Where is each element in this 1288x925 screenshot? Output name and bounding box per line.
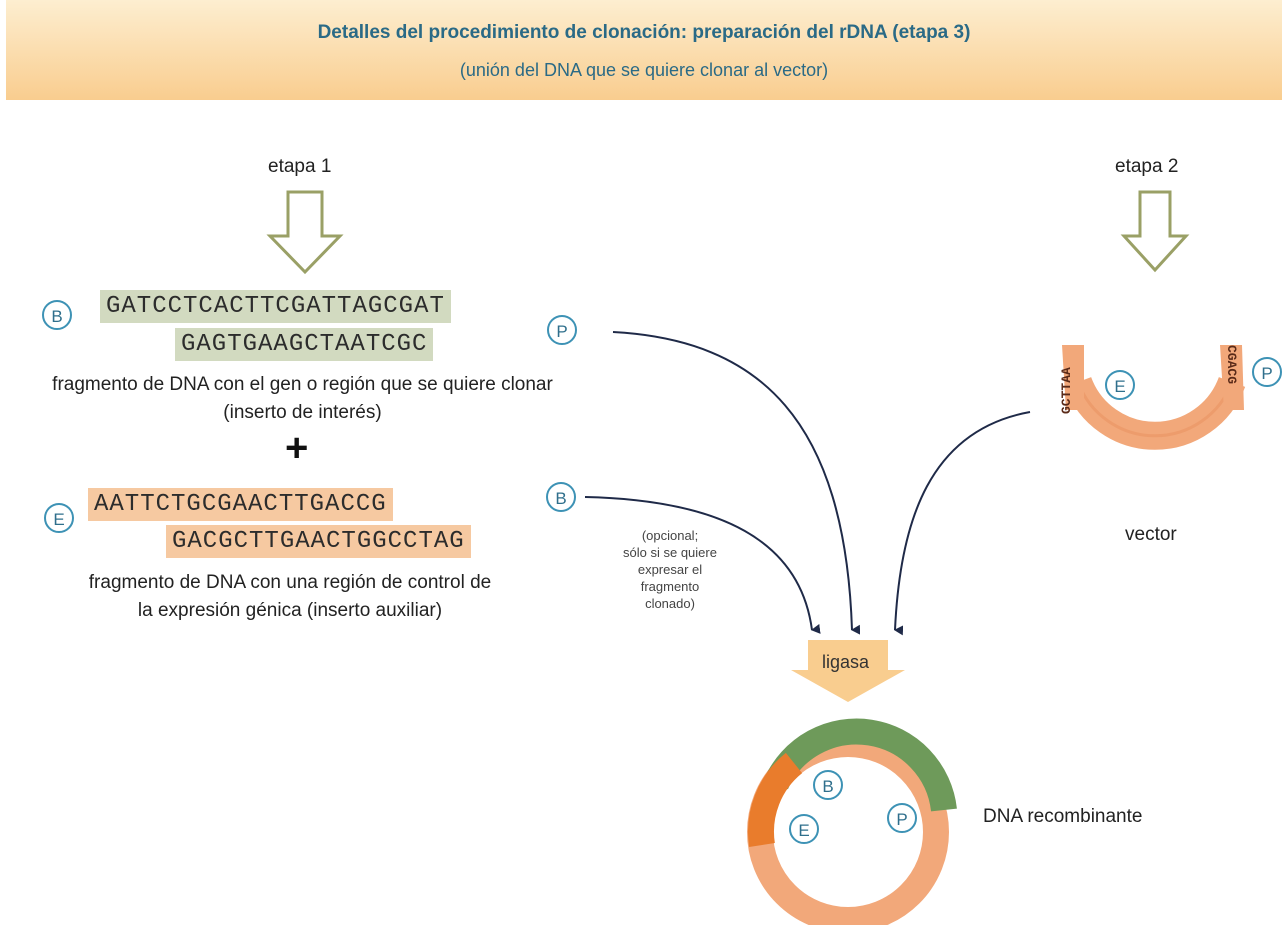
vector-right-end: [1220, 345, 1244, 410]
optional-note-line: fragmento: [640, 579, 700, 594]
vector-arc-inner: [1076, 381, 1234, 438]
vector-site-p: P: [1252, 357, 1282, 387]
auxiliary-left-site-e: E: [44, 503, 74, 533]
auxiliary-bottom-strand: GACGCTTGAACTGGCCTAG: [166, 525, 471, 558]
step2-label: etapa 2: [1115, 156, 1179, 177]
recombinant-label: DNA recombinante: [983, 806, 1143, 827]
recombinant-site-b: B: [813, 770, 843, 800]
optional-note-line: (opcional;: [641, 528, 699, 543]
diagram-title: Detalles del procedimiento de clonación:…: [317, 22, 971, 43]
insert-bottom-strand: GAGTGAAGCTAATCGC: [175, 328, 434, 361]
insert-right-site-p: P: [547, 315, 577, 345]
vector-left-end-text: GCTTAA: [1059, 367, 1074, 414]
vector-arc: [1064, 376, 1246, 450]
vector-label: vector: [1125, 524, 1177, 545]
auxiliary-caption-line1: fragmento de DNA con una región de contr…: [88, 572, 492, 593]
auxiliary-right-site-b: B: [546, 482, 576, 512]
recombinant-site-e: E: [789, 814, 819, 844]
ligase-label: ligasa: [822, 652, 870, 672]
insert-left-site-b: B: [42, 300, 72, 330]
step1-label: etapa 1: [268, 156, 332, 177]
optional-note-line: clonado): [645, 596, 695, 611]
vector-site-e: E: [1105, 370, 1135, 400]
auxiliary-top-strand: AATTCTGCGAACTTGACCG: [88, 488, 393, 521]
vector-to-ligase-arrow: [894, 411, 1031, 636]
diagram-subtitle: (unión del DNA que se quiere clonar al v…: [459, 60, 829, 80]
recombinant-auxiliary-segment: [748, 752, 803, 847]
recombinant-interest-segment: [764, 718, 957, 812]
optional-note-line: sólo si se quiere: [623, 545, 717, 560]
optional-note-line: expresar el: [637, 562, 703, 577]
auxiliary-caption-line2: la expresión génica (inserto auxiliar): [137, 600, 443, 621]
insert-caption-line2: (inserto de interés): [223, 402, 382, 423]
insert-caption-line1: fragmento de DNA con el gen o región que…: [52, 374, 553, 395]
insert-to-ligase-arrow: [612, 331, 861, 635]
vector-left-end: [1062, 345, 1084, 410]
plus-sign: +: [285, 426, 309, 470]
auxiliary-to-ligase-arrow: [584, 496, 821, 634]
vector-right-end-text: CGACG: [1224, 345, 1239, 384]
recombinant-site-p: P: [887, 803, 917, 833]
step1-down-arrow: [266, 190, 344, 275]
optional-note: (opcional; sólo si se quiere expresar el…: [600, 527, 740, 612]
step2-down-arrow: [1120, 190, 1190, 273]
insert-top-strand: GATCCTCACTTCGATTAGCGAT: [100, 290, 451, 323]
header-banner: Detalles del procedimiento de clonación:…: [6, 0, 1282, 100]
ligase-arrow: [791, 640, 905, 702]
